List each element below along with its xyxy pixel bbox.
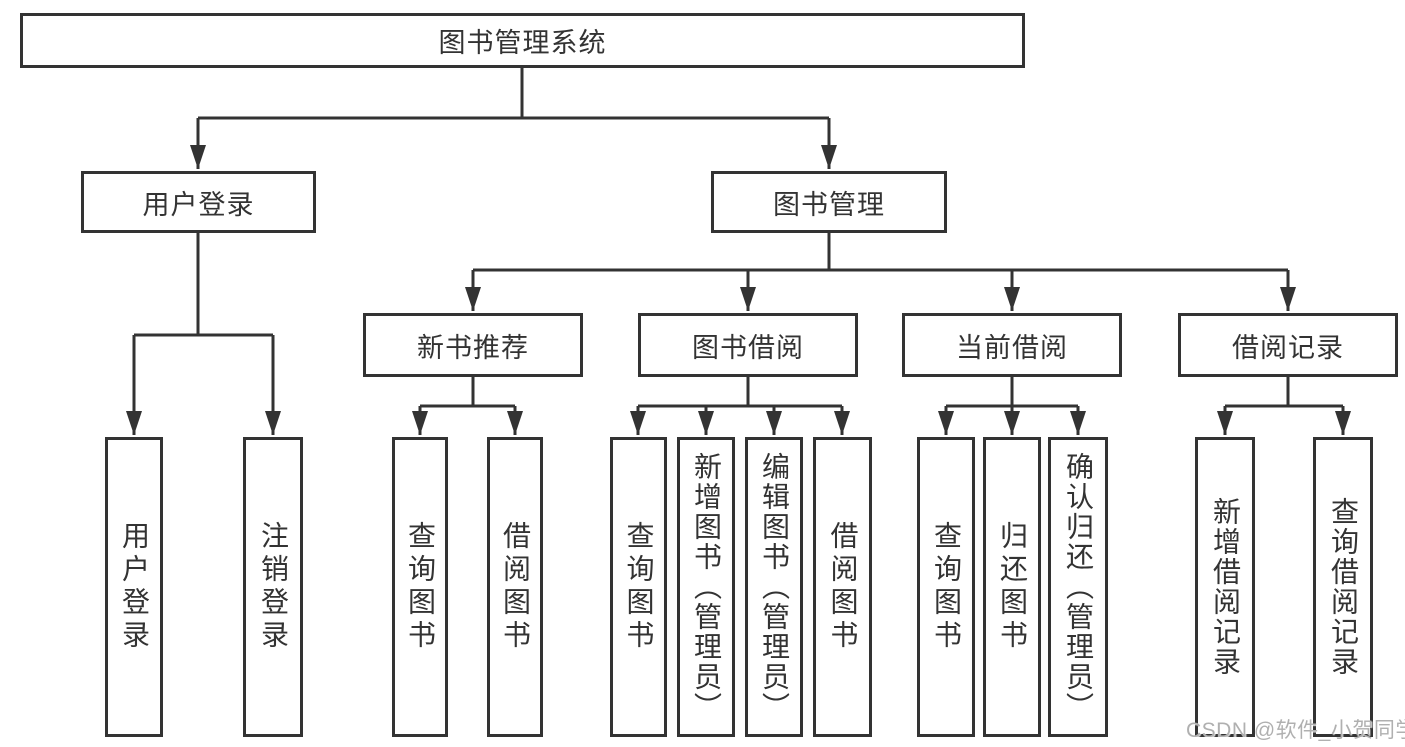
node-label: 借阅图书 — [827, 521, 859, 653]
leaf-borrow-edit-books-admin: 编辑图书（管理员） — [745, 437, 803, 737]
node-label: 归还图书 — [997, 521, 1028, 653]
node-label: 新增借阅记录 — [1210, 497, 1241, 677]
node-label: 确认归还（管理员） — [1063, 452, 1094, 722]
node-label: 注销登录 — [258, 521, 289, 653]
node-label: 用户登录 — [142, 189, 255, 220]
node-user-login: 用户登录 — [81, 171, 316, 233]
node-label: 新书推荐 — [417, 332, 529, 363]
leaf-recommend-borrow-books: 借阅图书 — [487, 437, 543, 737]
node-label: 图书管理系统 — [438, 28, 607, 58]
leaf-current-query-books: 查询图书 — [917, 437, 975, 737]
leaf-borrow-query-books: 查询图书 — [610, 437, 667, 737]
node-borrow-records: 借阅记录 — [1178, 313, 1398, 377]
leaf-logout-login: 注销登录 — [243, 437, 303, 737]
node-label: 查询借阅记录 — [1328, 497, 1359, 677]
leaf-records-query-borrow-record: 查询借阅记录 — [1313, 437, 1373, 737]
node-current-borrow: 当前借阅 — [902, 313, 1122, 377]
leaf-current-return-books: 归还图书 — [983, 437, 1041, 737]
node-book-management: 图书管理 — [711, 171, 947, 233]
leaf-records-add-borrow-record: 新增借阅记录 — [1195, 437, 1255, 737]
csdn-watermark: CSDN @软件_小贺同学 — [1186, 719, 1405, 742]
node-label: 当前借阅 — [956, 332, 1068, 363]
node-label: 用户登录 — [119, 521, 150, 653]
node-label: 图书借阅 — [692, 332, 804, 363]
leaf-recommend-query-books: 查询图书 — [392, 437, 448, 737]
leaf-user-login: 用户登录 — [105, 437, 163, 737]
node-label: 新增图书（管理员） — [691, 452, 722, 722]
node-label: 编辑图书（管理员） — [759, 452, 790, 722]
node-label: 借阅图书 — [500, 521, 531, 653]
node-label: 查询图书 — [623, 521, 655, 653]
node-new-book-recommend: 新书推荐 — [363, 313, 583, 377]
node-root-system: 图书管理系统 — [20, 13, 1025, 68]
leaf-borrow-borrow-books: 借阅图书 — [813, 437, 872, 737]
node-label: 借阅记录 — [1232, 332, 1344, 363]
node-book-borrow: 图书借阅 — [638, 313, 858, 377]
node-label: 查询图书 — [931, 521, 962, 653]
node-label: 图书管理 — [773, 189, 885, 220]
leaf-current-confirm-return-admin: 确认归还（管理员） — [1048, 437, 1108, 737]
leaf-borrow-add-books-admin: 新增图书（管理员） — [677, 437, 735, 737]
node-label: 查询图书 — [405, 521, 436, 653]
